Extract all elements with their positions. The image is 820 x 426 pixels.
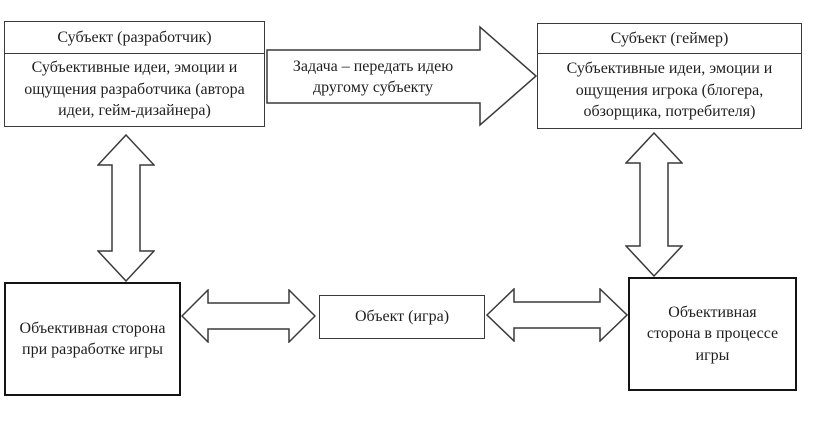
box-subject-developer-body: Субъективные идеи, эмоции и ощущения раз…: [24, 59, 245, 120]
box-subject-gamer-title: Субъект (геймер): [610, 29, 729, 47]
vertical-double-arrow-left-icon: [97, 134, 155, 282]
box-object-game: Объект (игра): [319, 295, 485, 339]
box-object-game-label: Объект (игра): [354, 308, 450, 326]
box-subject-developer-header: Субъект (разработчик): [5, 22, 264, 54]
task-right-block-arrow-icon: [266, 25, 538, 127]
box-subject-developer-title: Субъект (разработчик): [57, 28, 212, 46]
box-subject-gamer-body: Субъективные идеи, эмоции и ощущения игр…: [566, 60, 773, 121]
box-objective-side-development-label: Объективная сторона при разработке игры: [19, 319, 166, 359]
horizontal-double-arrow-left-icon: [181, 289, 316, 343]
box-objective-side-play: Объективная сторона в процессе игры: [628, 277, 797, 391]
box-objective-side-play-label: Объективная сторона в процессе игры: [646, 303, 779, 364]
horizontal-double-arrow-right-icon: [486, 288, 628, 342]
box-objective-side-development: Объективная сторона при разработке игры: [4, 282, 181, 396]
vertical-double-arrow-right-icon: [625, 132, 683, 277]
task-arrow-label: Задача – передать идею другому субъекту: [292, 57, 454, 97]
box-subject-gamer: Субъект (геймер) Субъективные идеи, эмоц…: [537, 23, 802, 129]
box-subject-developer: Субъект (разработчик) Субъективные идеи,…: [4, 21, 265, 127]
box-subject-gamer-header: Субъект (геймер): [538, 24, 801, 54]
